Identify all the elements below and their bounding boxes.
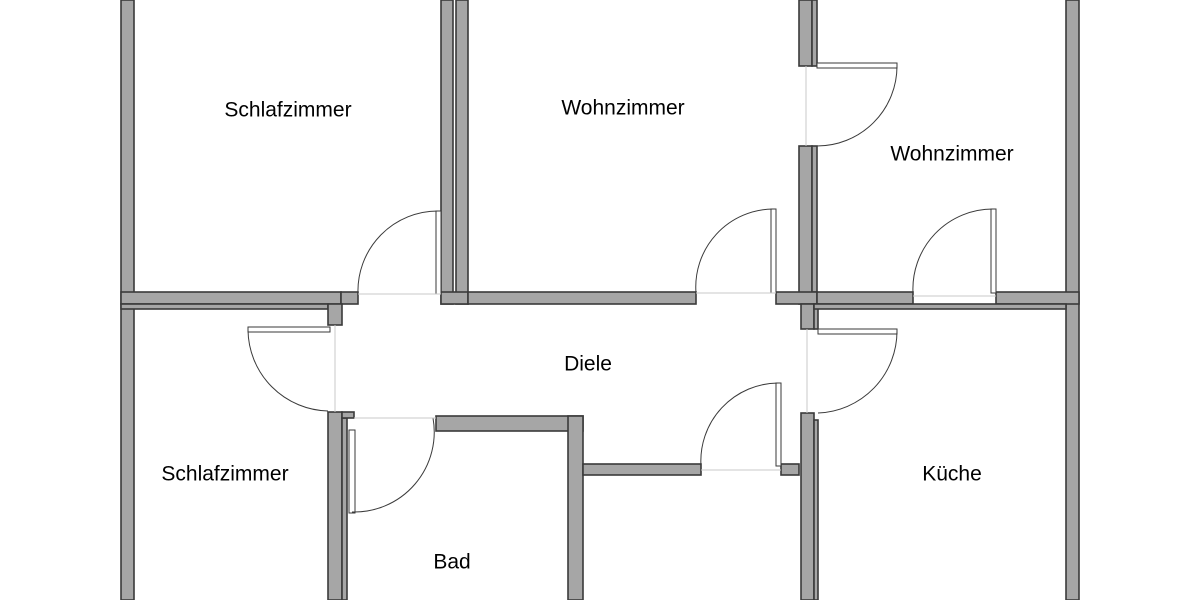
wall-h-wohnzimmer-rechts-b xyxy=(995,291,1080,305)
wall-schlafzimmer-unten-right-upper xyxy=(327,303,343,326)
wall-bad-top-left xyxy=(341,411,355,419)
door-abstellraum xyxy=(700,382,782,471)
wall-schlafzimmer-unten-right-lower xyxy=(327,411,343,600)
wall-h-wohnzimmer-rechts-a xyxy=(816,291,914,305)
wall-schlafzimmer-wohnzimmer-a xyxy=(440,0,454,305)
wall-h-stub-left xyxy=(340,291,359,305)
door-wohnzimmer-rechts xyxy=(912,208,997,297)
wall-wohnzimmer-rechts-inner-lower xyxy=(811,145,818,293)
wall-h-wohnzimmer-diele-b xyxy=(467,291,697,305)
wall-kueche-inner-lower xyxy=(813,419,819,600)
door-wohnzimmer-verbindung xyxy=(805,62,898,147)
room-label-schlafzimmer-unten: Schlafzimmer xyxy=(161,463,288,486)
wall-bad-left xyxy=(341,417,348,600)
walls xyxy=(120,0,1080,600)
wall-wohnzimmer-wohnzimmer-lower xyxy=(798,145,813,305)
wall-diele-kueche-upper xyxy=(800,303,815,330)
wall-schlafzimmer-unten-top xyxy=(120,303,329,310)
wall-h-wohnzimmer-diele-c xyxy=(775,291,818,305)
room-labels: Schlafzimmer Wohnzimmer Wohnzimmer Diele… xyxy=(161,97,1013,574)
room-label-diele: Diele xyxy=(564,353,612,376)
door-wohnzimmer-mitte xyxy=(695,208,777,294)
wall-wohnzimmer-rechts-inner xyxy=(811,0,818,67)
room-label-schlafzimmer-oben: Schlafzimmer xyxy=(224,99,351,122)
wall-h-schlafzimmer-diele xyxy=(120,291,342,305)
door-schlafzimmer-oben xyxy=(357,210,442,295)
door-schlafzimmer-unten xyxy=(247,325,336,412)
wall-diele-kueche-lower xyxy=(800,412,815,600)
wall-schlafzimmer-wohnzimmer-b xyxy=(455,0,469,305)
wall-bad-right xyxy=(567,415,584,600)
wall-kueche-top xyxy=(813,303,1067,310)
room-label-wohnzimmer-rechts: Wohnzimmer xyxy=(890,143,1013,166)
door-bad xyxy=(348,417,436,514)
room-label-kueche: Küche xyxy=(922,463,982,486)
room-label-wohnzimmer-mitte: Wohnzimmer xyxy=(561,97,684,120)
wall-h-wohnzimmer-diele-a xyxy=(440,291,469,305)
wall-abstell-top-right xyxy=(780,463,800,476)
door-kueche xyxy=(806,328,898,414)
wall-wohnzimmer-wohnzimmer-upper xyxy=(798,0,813,67)
doors xyxy=(247,62,997,514)
room-label-bad: Bad xyxy=(433,551,470,574)
wall-bad-top xyxy=(435,415,584,432)
wall-abstell-top xyxy=(582,463,702,476)
